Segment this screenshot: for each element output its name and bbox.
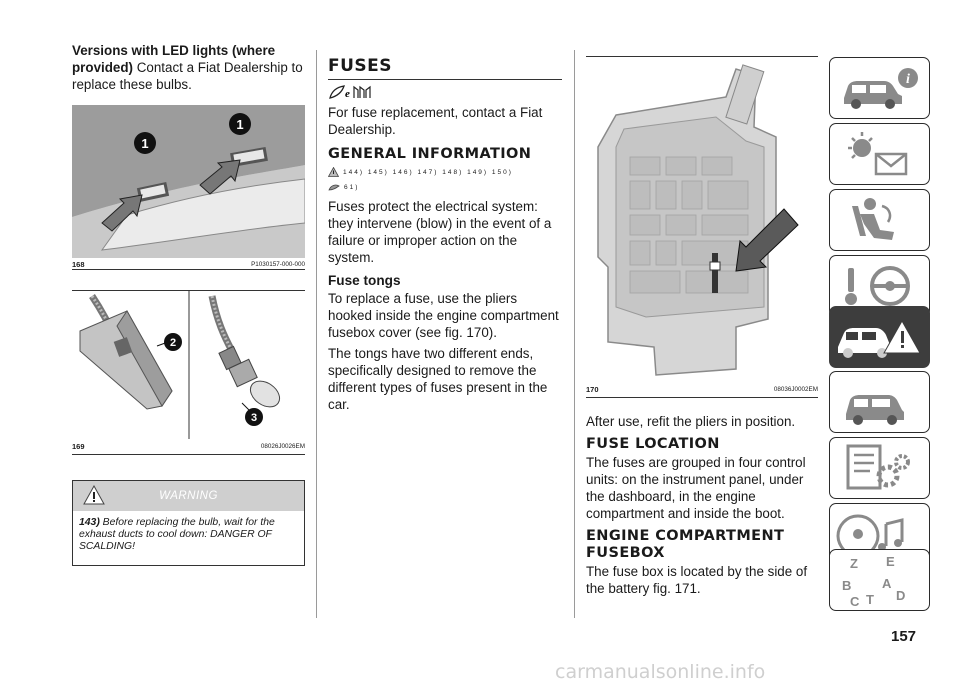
led-lights-heading: Versions with LED lights (where provided… (72, 43, 276, 75)
lights-message-icon (848, 132, 908, 176)
figure-168-code: P1030157-000-000 (251, 261, 305, 268)
led-lights-paragraph: Versions with LED lights (where provided… (72, 42, 305, 93)
figure-168: 1 1 168 P1030157-000-000 (72, 105, 306, 270)
document-gears-icon (846, 444, 910, 490)
warning-box: WARNING 143) Before replacing the bulb, … (72, 480, 305, 566)
fuse-tongs-text-2: The tongs have two different ends, speci… (328, 346, 548, 412)
seat-airbag-icon (852, 198, 894, 240)
caution-refs: 61) (344, 183, 360, 191)
tab-index[interactable]: Z E B A C T D (829, 549, 930, 611)
refs-row-2: 61) (328, 182, 562, 192)
engine-fusebox-text: The fuse box is located by the side of t… (586, 564, 808, 596)
tab-servicing-care[interactable] (829, 371, 930, 433)
fusebox-cover-illustration (597, 64, 799, 376)
warning-header: WARNING (73, 481, 304, 511)
fuses-symbol-row: e (328, 84, 562, 100)
figure-169-code: 08026J0026EM (260, 443, 305, 450)
fuses-text: For fuse replacement, contact a Fiat Dea… (328, 105, 543, 137)
key-steering-wheel-icon (845, 266, 910, 306)
index-letter-e: E (886, 554, 895, 569)
callout-1a: 1 (141, 136, 148, 151)
figure-168-number: 168 (72, 260, 85, 269)
figure-170: 170 08036J0002EM (586, 56, 818, 398)
page-number: 157 (891, 628, 917, 645)
svg-text:e: e (345, 88, 350, 100)
column-divider-2 (574, 50, 575, 618)
warning-small-icon (328, 167, 339, 177)
tab-in-an-emergency[interactable] (829, 306, 930, 368)
tab-technical-data[interactable] (829, 437, 930, 499)
svg-text:i: i (906, 72, 910, 87)
refs-row-1: 144) 145) 146) 147) 148) 149) 150) (328, 167, 562, 177)
index-letter-z: Z (850, 556, 858, 571)
section-title-fuse-location: FUSE LOCATION (586, 436, 720, 452)
car-service-icon (846, 395, 904, 425)
warning-title: WARNING (159, 490, 218, 502)
caution-oil-icon (328, 184, 340, 191)
subsection-title-fuse-tongs: Fuse tongs (328, 273, 401, 288)
warning-text: 143) Before replacing the bulb, wait for… (79, 517, 298, 553)
index-letter-t: T (866, 592, 874, 607)
warning-ref: 143) (79, 517, 100, 528)
general-information-text: Fuses protect the electrical system: the… (328, 199, 552, 265)
warning-triangle-icon (83, 485, 105, 505)
fuse-tongs-text-1: To replace a fuse, use the pliers hooked… (328, 291, 559, 340)
led-lights-text: Contact a Fiat Dealership to replace the… (72, 60, 303, 92)
callout-3: 3 (251, 412, 257, 424)
fuse-location-text: The fuses are grouped in four control un… (586, 455, 806, 521)
section-title-general-information: GENERAL INFORMATION (328, 146, 532, 162)
index-letter-d: D (896, 588, 905, 603)
column-2: FUSES e For fuse replacement, contact a … (328, 56, 562, 413)
tab-getting-to-know-car[interactable]: i (829, 57, 930, 119)
figure-170-code: 08036J0002EM (773, 386, 818, 393)
section-title-fuses: FUSES (328, 56, 393, 76)
car-emergency-icon (838, 319, 921, 358)
watermark: carmanualsonline.info (555, 661, 766, 683)
index-letters-icon: Z E B A C T D (842, 554, 905, 609)
column-1: Versions with LED lights (where provided… (72, 42, 305, 93)
callout-2: 2 (170, 337, 176, 349)
tab-lights-messages[interactable] (829, 123, 930, 185)
license-plate-light-illustration: 1 1 (72, 105, 306, 258)
warning-body: Before replacing the bulb, wait for the … (79, 517, 275, 552)
section-title-engine-compartment-fusebox: ENGINE COMPARTMENT FUSEBOX (586, 528, 785, 561)
car-info-icon: i (844, 68, 918, 109)
figure-169-number: 169 (72, 442, 85, 451)
figure-170-number: 170 (586, 385, 599, 394)
after-use-text: After use, refit the pliers in position. (586, 414, 796, 429)
column-divider-1 (316, 50, 317, 618)
environment-dealer-icon: e (329, 85, 371, 100)
callout-1b: 1 (236, 117, 243, 132)
index-letter-c: C (850, 594, 860, 609)
column-3-text: After use, refit the pliers in position.… (586, 413, 818, 597)
figure-169: 2 3 169 08026J0026EM (72, 290, 305, 455)
warning-refs: 144) 145) 146) 147) 148) 149) 150) (343, 168, 513, 176)
index-letter-a: A (882, 576, 892, 591)
bulb-holder-illustration: 2 3 (79, 291, 281, 439)
index-letter-b: B (842, 578, 851, 593)
fuses-title-block: FUSES (328, 56, 562, 80)
tab-safety[interactable] (829, 189, 930, 251)
